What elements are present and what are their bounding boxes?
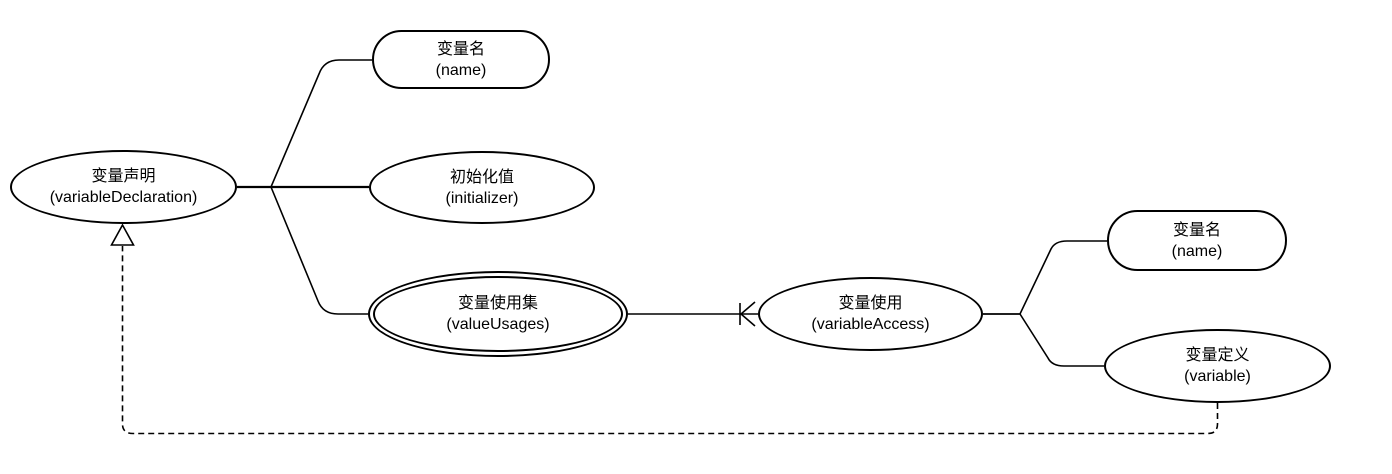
edge-access-to-name [983,240,1107,315]
node-subtitle: (variableDeclaration) [49,189,198,206]
node-subtitle: (variableAccess) [811,316,930,333]
node-variable-access: 变量使用 (variableAccess) [758,277,983,351]
node-title: 变量使用 [838,295,903,312]
node-title: 初始化值 [449,168,514,186]
edge-declaration-to-name [237,59,372,188]
node-title: 变量声明 [91,168,156,185]
node-variable: 变量定义 (variable) [1104,329,1331,403]
node-name-left: 变量名 (name) [372,30,550,89]
node-subtitle: (variable) [1184,368,1251,385]
node-subtitle: (name) [1171,242,1223,260]
inner-ellipse-ring [373,276,623,352]
node-subtitle: (name) [435,61,487,79]
node-title: 变量名 [436,40,485,58]
edge-declaration-to-valueusages [237,186,368,315]
node-value-usages: 变量使用集 (valueUsages) [368,271,628,357]
node-title: 变量使用集 [457,295,538,312]
edge-variable-to-declaration-dashed [121,246,1219,435]
node-name-right: 变量名 (name) [1107,210,1287,271]
node-title: 变量定义 [1185,347,1250,364]
outer-ellipse-ring [368,271,628,357]
hollow-triangle-arrowhead [110,223,135,246]
node-variable-declaration: 变量声明 (variableDeclaration) [10,150,237,224]
node-subtitle: (valueUsages) [446,316,550,333]
node-subtitle: (initializer) [445,189,519,207]
edge-access-to-variable [983,313,1104,367]
node-title: 变量名 [1172,221,1221,239]
node-initializer: 初始化值 (initializer) [369,151,595,224]
crow-foot-bar-marker [739,301,756,327]
